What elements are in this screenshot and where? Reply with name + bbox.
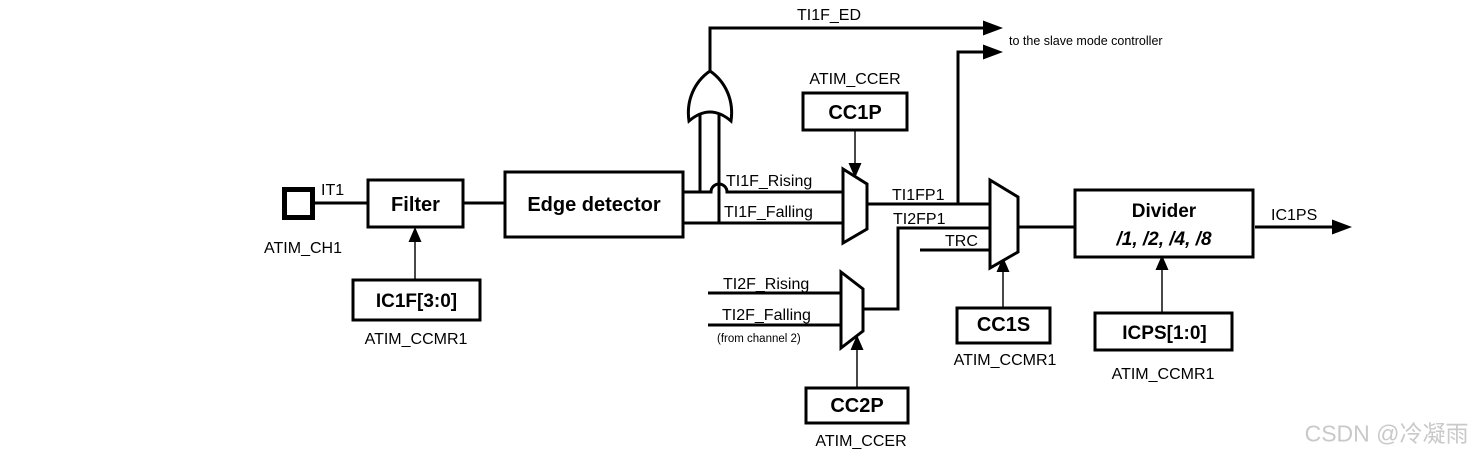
filter-label: Filter <box>391 194 440 216</box>
icps-label: ICPS[1:0] <box>1122 323 1206 344</box>
wire-ti1f-ed <box>708 26 984 72</box>
input-selector-mux <box>988 177 1020 271</box>
arrowhead-cc1s <box>996 257 1010 272</box>
cc1s-box <box>955 306 1052 345</box>
arrowhead-icps <box>1155 255 1169 270</box>
arrowhead-ti1f-ed <box>983 20 1003 36</box>
polarity-mux-ch1 <box>841 166 869 246</box>
ccer-reg-top-label: ATIM_CCER <box>809 71 900 88</box>
ti1fp1-label: TI1FP1 <box>892 187 945 204</box>
cc1p-label: CC1P <box>828 102 881 124</box>
ic1f-label: IC1F[3:0] <box>376 291 457 312</box>
icps-reg-label: ATIM_CCMR1 <box>1112 366 1215 383</box>
it1-label: IT1 <box>321 182 344 199</box>
wire-slave-branch <box>956 50 983 204</box>
cc1s-reg-label: ATIM_CCMR1 <box>954 352 1057 369</box>
icps-box <box>1093 311 1234 352</box>
divider-label: Divider <box>1132 201 1197 222</box>
arrowhead-ic1f <box>408 227 422 242</box>
edge-detector-box <box>503 170 685 239</box>
cc2p-box <box>804 386 910 425</box>
input-pad <box>282 187 315 220</box>
watermark-highlight: CSDN @冷凝雨 <box>1306 422 1470 448</box>
ti2fp1-label: TI2FP1 <box>893 211 946 228</box>
divider-ratios-label: /1, /2, /4, /8 <box>1115 229 1211 250</box>
cc1p-box <box>801 91 909 132</box>
cc1s-label: CC1S <box>977 314 1030 336</box>
arrowhead-slave-branch <box>983 44 1003 60</box>
ic1f-box <box>351 278 482 322</box>
ic1f-reg-label: ATIM_CCMR1 <box>365 331 468 348</box>
ti2f-falling-label: TI2F_Falling <box>722 307 811 324</box>
or-gate <box>686 69 734 124</box>
trc-label: TRC <box>945 233 978 250</box>
cc2p-label: CC2P <box>830 395 883 417</box>
ti2f-rising-label: TI2F_Rising <box>723 276 809 293</box>
wire-ti2fp1 <box>863 226 990 311</box>
watermark: CSDN @冷凝雨 <box>1305 421 1469 447</box>
ic1ps-label: IC1PS <box>1271 207 1317 224</box>
edge-detector-label: Edge detector <box>527 194 661 216</box>
ti1f-falling-label: TI1F_Falling <box>724 204 813 221</box>
divider-box <box>1073 188 1255 259</box>
arrowhead-cc1p <box>848 163 862 178</box>
ti1f-rising-label: TI1F_Rising <box>726 173 812 190</box>
slave-mode-note: to the slave mode controller <box>1009 34 1163 48</box>
polarity-mux-ch2 <box>839 268 865 352</box>
atim-ch1-label: ATIM_CH1 <box>264 240 342 257</box>
ti1f-ed-label: TI1F_ED <box>797 7 861 24</box>
arrowhead-ic1ps <box>1332 219 1352 235</box>
filter-box <box>366 178 465 229</box>
ccer-reg-bottom-label: ATIM_CCER <box>815 433 906 450</box>
wire-ti1f-rising <box>683 182 843 194</box>
from-channel2-note: (from channel 2) <box>717 333 801 345</box>
arrowhead-cc2p <box>850 335 864 350</box>
